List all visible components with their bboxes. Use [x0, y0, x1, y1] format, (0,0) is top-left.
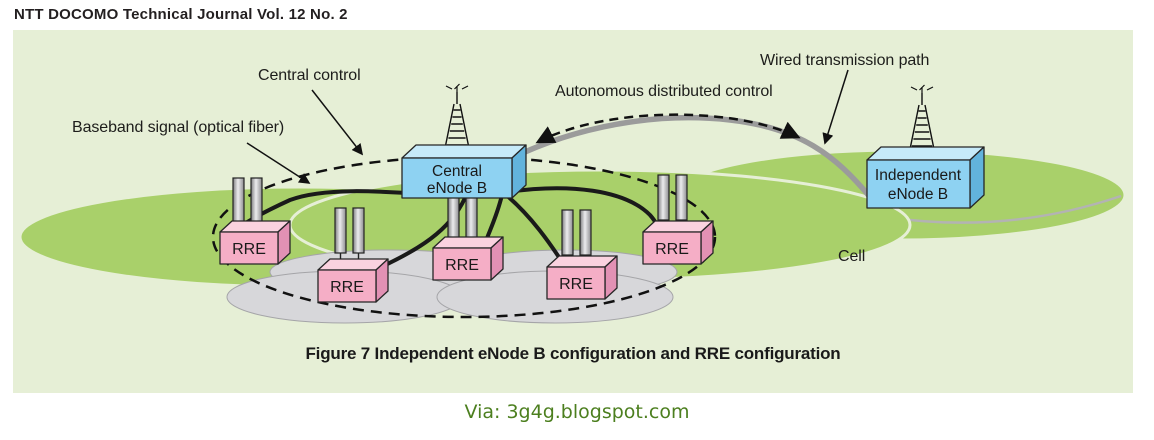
- independent-enodeb-label-line1: Independent: [875, 167, 962, 184]
- journal-header: NTT DOCOMO Technical Journal Vol. 12 No.…: [14, 6, 348, 23]
- rre-node-1: RRE: [219, 220, 291, 265]
- via-source-link[interactable]: Via: 3g4g.blogspot.com: [464, 401, 690, 423]
- rre-node-3-label: RRE: [445, 257, 479, 274]
- rre-node-4: RRE: [546, 255, 618, 300]
- rre-node-5: RRE: [642, 220, 714, 265]
- annotation-arrows: [246, 69, 849, 184]
- label-baseband-signal: Baseband signal (optical fiber): [72, 119, 285, 136]
- label-wired-path: Wired transmission path: [760, 52, 930, 69]
- label-central-control: Central control: [258, 67, 361, 84]
- rre-node-1-label: RRE: [232, 241, 266, 258]
- rre-node-4-label: RRE: [559, 276, 593, 293]
- rre-node-2-label: RRE: [330, 279, 364, 296]
- central-enodeb-label-line1: Central: [432, 163, 482, 180]
- central-enodeb-label-line2: eNode B: [427, 180, 487, 197]
- independent-enodeb-label-line2: eNode B: [888, 186, 948, 203]
- rre-node-2: RRE: [317, 258, 389, 303]
- figure-panel: RRE RRE RRE RRE RRE Central eNode B: [13, 30, 1133, 393]
- central-enodeb-node: Central eNode B: [401, 144, 527, 199]
- independent-enodeb-node: Independent eNode B: [866, 146, 985, 209]
- diagram-canvas: RRE RRE RRE RRE RRE Central eNode B: [18, 69, 1127, 324]
- figure-caption: Figure 7 Independent eNode B configurati…: [305, 344, 841, 363]
- label-cell: Cell: [838, 248, 866, 265]
- autonomous-control-arc: [535, 113, 801, 144]
- label-autonomous-control: Autonomous distributed control: [555, 83, 773, 100]
- rre-node-3: RRE: [432, 236, 504, 281]
- rre-node-5-label: RRE: [655, 241, 689, 258]
